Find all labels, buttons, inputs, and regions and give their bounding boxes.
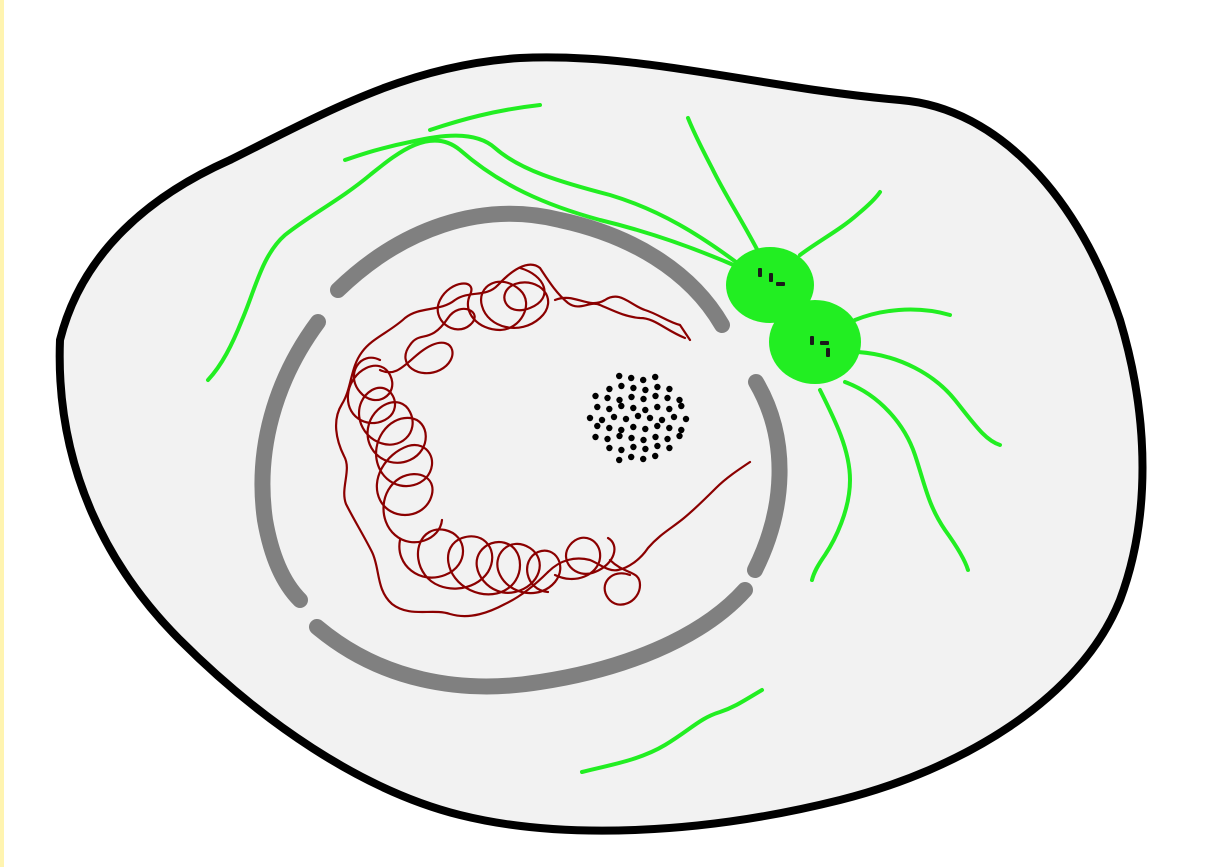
- nucleolus-dot: [664, 436, 670, 442]
- nucleolus-dot: [616, 433, 622, 439]
- nucleolus-dot: [630, 385, 636, 391]
- nucleolus-dot: [654, 423, 660, 429]
- nucleolus-dot: [587, 415, 593, 421]
- nucleolus-dot: [652, 393, 658, 399]
- nucleolus-dot: [635, 413, 641, 419]
- nucleolus-dot: [628, 375, 634, 381]
- nucleolus-dot: [606, 425, 612, 431]
- nucleolus-dot: [654, 384, 660, 390]
- nucleolus-dot: [652, 374, 658, 380]
- nucleolus-dot: [659, 417, 665, 423]
- nucleolus-dot: [618, 383, 624, 389]
- nucleolus-dot: [604, 436, 610, 442]
- nucleolus-dot: [666, 406, 672, 412]
- nucleolus-dot: [642, 426, 648, 432]
- nucleolus-dot: [606, 445, 612, 451]
- nucleolus-dot: [654, 443, 660, 449]
- nucleolus-dot: [652, 453, 658, 459]
- nucleolus-dot: [599, 417, 605, 423]
- nucleolus-dot: [630, 424, 636, 430]
- nucleolus-dot: [628, 435, 634, 441]
- nucleolus-dot: [678, 403, 684, 409]
- nucleolus-dot: [594, 423, 600, 429]
- nucleolus-dot: [628, 454, 634, 460]
- nucleolus-dot: [666, 425, 672, 431]
- nucleolus-dot: [676, 433, 682, 439]
- nucleolus-dot: [666, 386, 672, 392]
- nucleolus-dot: [640, 437, 646, 443]
- nucleolus-dot: [611, 414, 617, 420]
- nucleolus-dot: [618, 403, 624, 409]
- nucleolus-dot: [640, 456, 646, 462]
- nucleolus-dot: [678, 427, 684, 433]
- nucleolus-dot: [604, 395, 610, 401]
- nucleolus-dot: [640, 396, 646, 402]
- nucleolus-dot: [594, 404, 600, 410]
- nucleolus-dot: [618, 447, 624, 453]
- nucleolus-dot: [630, 444, 636, 450]
- centrosome-lower: [769, 300, 861, 384]
- nucleolus-dot: [616, 373, 622, 379]
- nucleolus-dot: [606, 406, 612, 412]
- nucleolus-dot: [618, 427, 624, 433]
- nucleolus-dot: [623, 416, 629, 422]
- nucleolus-dot: [606, 386, 612, 392]
- nucleolus-dot: [642, 387, 648, 393]
- nucleolus-dot: [666, 445, 672, 451]
- nucleolus-dot: [628, 394, 634, 400]
- nucleolus-dot: [640, 377, 646, 383]
- nucleolus-dot: [676, 397, 682, 403]
- nucleolus-dot: [616, 397, 622, 403]
- nucleolus-dot: [616, 457, 622, 463]
- nucleolus-dot: [630, 405, 636, 411]
- nucleolus-dot: [652, 434, 658, 440]
- nucleolus-dot: [683, 416, 689, 422]
- nucleolus-dot: [592, 434, 598, 440]
- nucleolus-dot: [654, 404, 660, 410]
- nucleolus-dot: [647, 415, 653, 421]
- nucleolus-dot: [664, 395, 670, 401]
- nucleolus-dot: [592, 393, 598, 399]
- nucleolus-dot: [642, 446, 648, 452]
- nucleolus-dot: [642, 407, 648, 413]
- nucleolus-dot: [671, 414, 677, 420]
